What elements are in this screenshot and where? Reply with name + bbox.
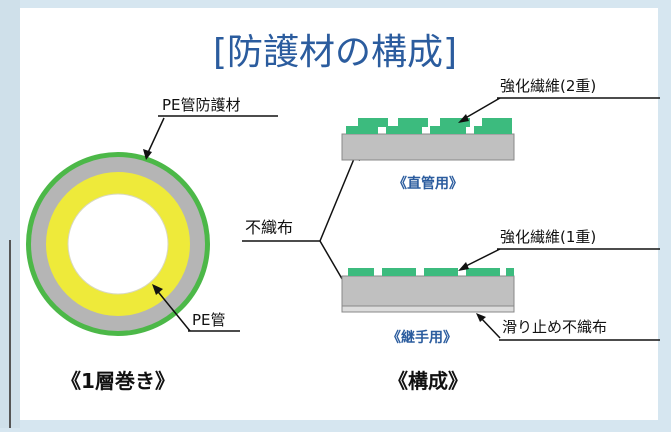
fiber-strip (506, 268, 514, 276)
page-title: [防護材の構成] (213, 32, 457, 73)
pe-pipe-arrowhead (152, 284, 163, 295)
straight-base-layer (341, 133, 515, 161)
joint-base-layer (341, 275, 515, 307)
double-fiber-leader (461, 97, 501, 121)
fiber-strip (482, 118, 512, 127)
fiber-strip (466, 268, 500, 276)
fiber-strip (398, 118, 428, 127)
pe-protection-label: PE管防護材 (162, 96, 241, 114)
single-fiber-arrowhead (458, 262, 469, 271)
nonwoven-label: 不織布 (245, 218, 293, 237)
fiber-strip (348, 268, 374, 276)
joint-layers (341, 268, 515, 313)
nonslip-label: 滑り止め不織布 (502, 318, 607, 336)
fiber-strip (346, 126, 378, 134)
pipe-bore (67, 193, 169, 295)
fiber-strip (474, 126, 512, 134)
straight-pipe-layers (341, 118, 515, 161)
single-fiber-label: 強化繊維(1重) (500, 228, 596, 246)
single-wrap-caption: 《1層巻き》 (61, 369, 175, 393)
single-fiber-leader (461, 248, 501, 269)
fiber-strip (358, 118, 388, 127)
fiber-strip (382, 268, 416, 276)
straight-pipe-caption: 《直管用》 (393, 175, 463, 192)
nonwoven-arrow-up (319, 153, 357, 242)
composition-caption: 《構成》 (388, 369, 468, 393)
pe-protection-arrowhead (143, 149, 152, 160)
fiber-strip (424, 268, 458, 276)
nonslip-arrowhead (476, 313, 486, 322)
fiber-strip (430, 126, 466, 134)
fiber-strip (386, 126, 422, 134)
pe-protection-leader (145, 117, 165, 158)
left-edge-strip (0, 0, 20, 428)
nonslip-leader (479, 316, 501, 339)
fiber-strip (440, 118, 470, 127)
joint-caption: 《継手用》 (387, 329, 457, 346)
pe-pipe-leader (154, 287, 191, 332)
double-fiber-label: 強化繊維(2重) (500, 77, 596, 95)
double-fiber-arrowhead (458, 114, 469, 123)
pipe-cross-section (26, 152, 210, 336)
pe-pipe-label: PE管 (192, 311, 226, 329)
nonslip-layer (341, 305, 515, 313)
